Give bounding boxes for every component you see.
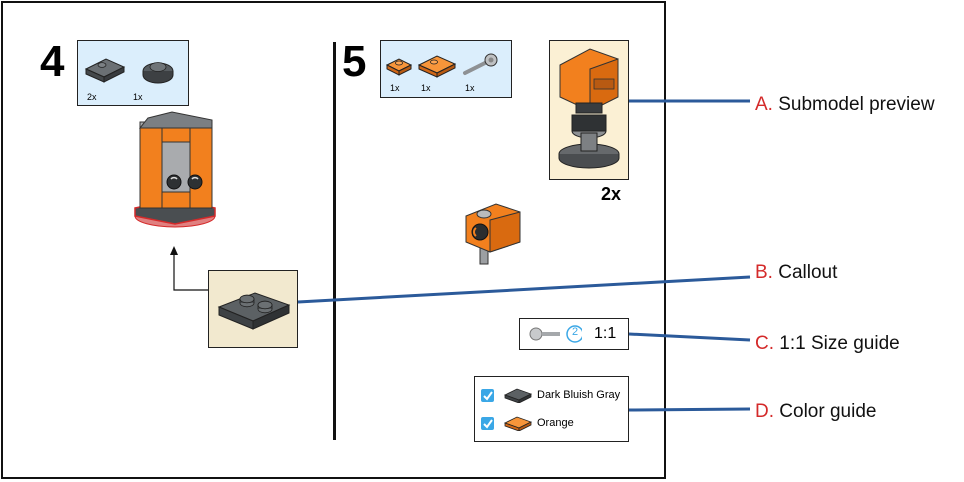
- dark-gray-plate-1x2-icon: [84, 58, 126, 83]
- legend-label-size-guide: C. 1:1 Size guide: [755, 333, 900, 355]
- step-number-5: 5: [342, 37, 367, 86]
- checkbox-checked-icon: [481, 417, 494, 430]
- color-guide: Dark Bluish Gray Orange: [474, 376, 629, 442]
- legend-label-submodel-preview: A. Submodel preview: [755, 94, 935, 116]
- part-qty: 1x: [390, 83, 400, 93]
- step-divider: [333, 42, 336, 440]
- legend-text: Color guide: [774, 401, 877, 422]
- parts-list-step-4-graphics: [84, 58, 174, 84]
- parts-list-step-5-graphics: [385, 53, 498, 78]
- size-guide-count: 2: [571, 326, 579, 338]
- step-number-4: 4: [40, 37, 65, 86]
- legend-label-callout: B. Callout: [755, 262, 837, 284]
- size-guide-part-icon: [529, 325, 582, 343]
- submodel-preview-graphic: [558, 48, 620, 169]
- legend-text: Callout: [772, 262, 838, 283]
- orange-swatch-icon: [503, 416, 533, 431]
- parts-list-step-4: 2x 1x: [77, 40, 189, 106]
- dark-gray-round-plate-icon: [142, 62, 174, 84]
- legend-text: 1:1 Size guide: [774, 333, 900, 354]
- legend-letter: D.: [755, 401, 774, 422]
- color-name: Dark Bluish Gray: [537, 389, 621, 401]
- part-qty: 1x: [133, 92, 143, 102]
- part-qty: 2x: [87, 92, 97, 102]
- submodel-preview: [549, 40, 629, 180]
- size-guide: 2 1:1: [519, 318, 629, 350]
- dark-bluish-gray-swatch-icon: [503, 388, 533, 403]
- light-gray-bar-with-clip-icon: [463, 53, 498, 75]
- legend-letter: B.: [755, 262, 773, 283]
- part-qty: 1x: [421, 83, 431, 93]
- legend-text: Submodel preview: [772, 94, 935, 115]
- color-name: Orange: [537, 417, 574, 429]
- legend-letter: A.: [755, 94, 773, 115]
- size-guide-ratio: 1:1: [594, 325, 617, 342]
- orange-plate-1x1-icon: [385, 58, 413, 76]
- part-qty: 1x: [465, 83, 475, 93]
- orange-plate-1x2-icon: [417, 55, 457, 78]
- checkbox-checked-icon: [481, 389, 494, 402]
- submodel-multiplier: 2x: [601, 184, 622, 204]
- callout-part-graphic: [217, 292, 291, 330]
- callout-box: [208, 270, 298, 348]
- legend-label-color-guide: D. Color guide: [755, 401, 876, 423]
- parts-list-step-5: 1x 1x 1x: [380, 40, 512, 98]
- legend-letter: C.: [755, 333, 774, 354]
